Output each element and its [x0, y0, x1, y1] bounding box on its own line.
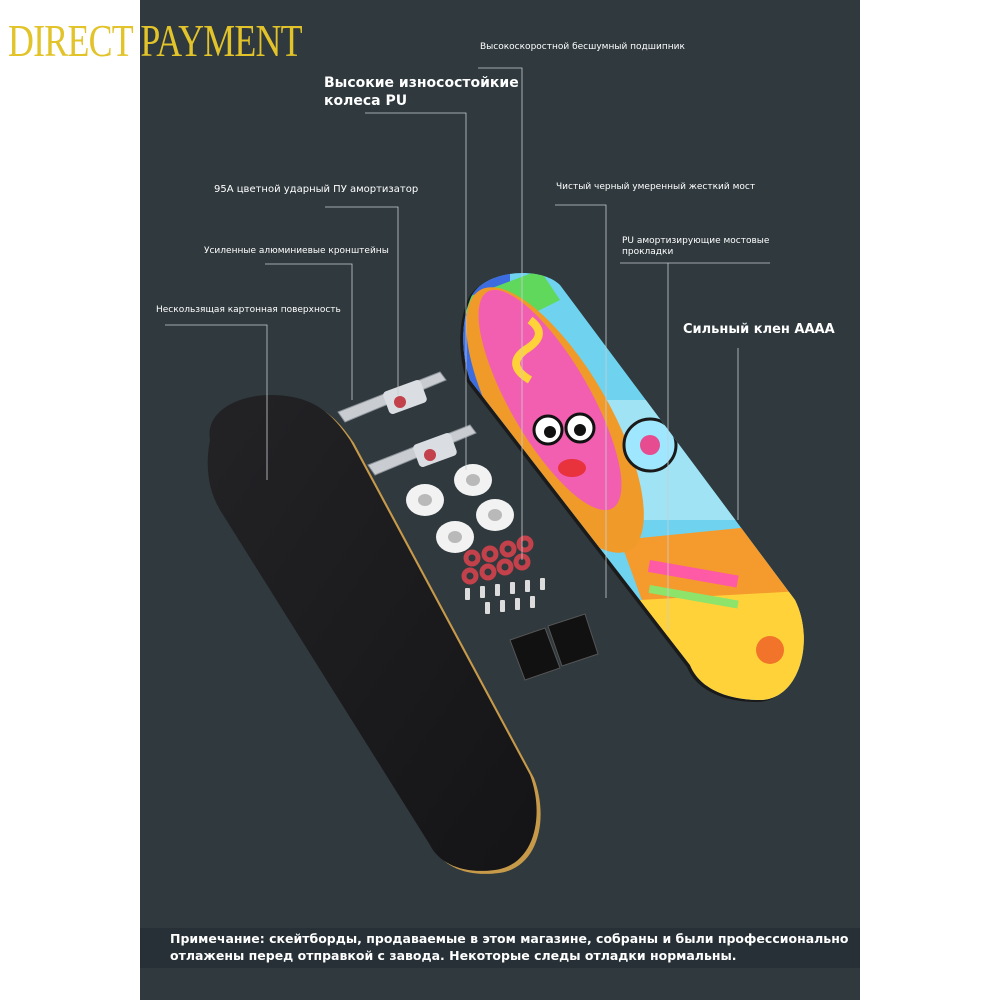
- leader-lines: [165, 67, 770, 630]
- label-riser: PU амортизирующие мостовые прокладки: [622, 236, 770, 258]
- watermark-text: DIRECT PAYMENT: [8, 15, 303, 66]
- label-maple: Сильный клен AAAA: [683, 322, 835, 337]
- assembly-note: Примечание: скейтборды, продаваемые в эт…: [140, 928, 860, 968]
- label-griptape: Нескользящая картонная поверхность: [156, 305, 341, 315]
- label-brackets: Усиленные алюминиевые кронштейны: [204, 246, 389, 256]
- label-wheels: Высокие износостойкие колеса PU: [324, 75, 519, 109]
- hardware-bolts: [465, 578, 545, 614]
- label-bushing: 95A цветной ударный ПУ амортизатор: [214, 184, 419, 195]
- riser-pads: [509, 613, 599, 681]
- bearings: [461, 535, 534, 585]
- truck-top: [337, 371, 447, 423]
- label-truck: Чистый черный умеренный жесткий мост: [556, 182, 756, 192]
- label-bearing: Высокоскоростной бесшумный подшипник: [480, 42, 685, 52]
- truck-bottom: [367, 424, 477, 476]
- wheels: [406, 464, 514, 553]
- griptape-deck: [207, 395, 541, 874]
